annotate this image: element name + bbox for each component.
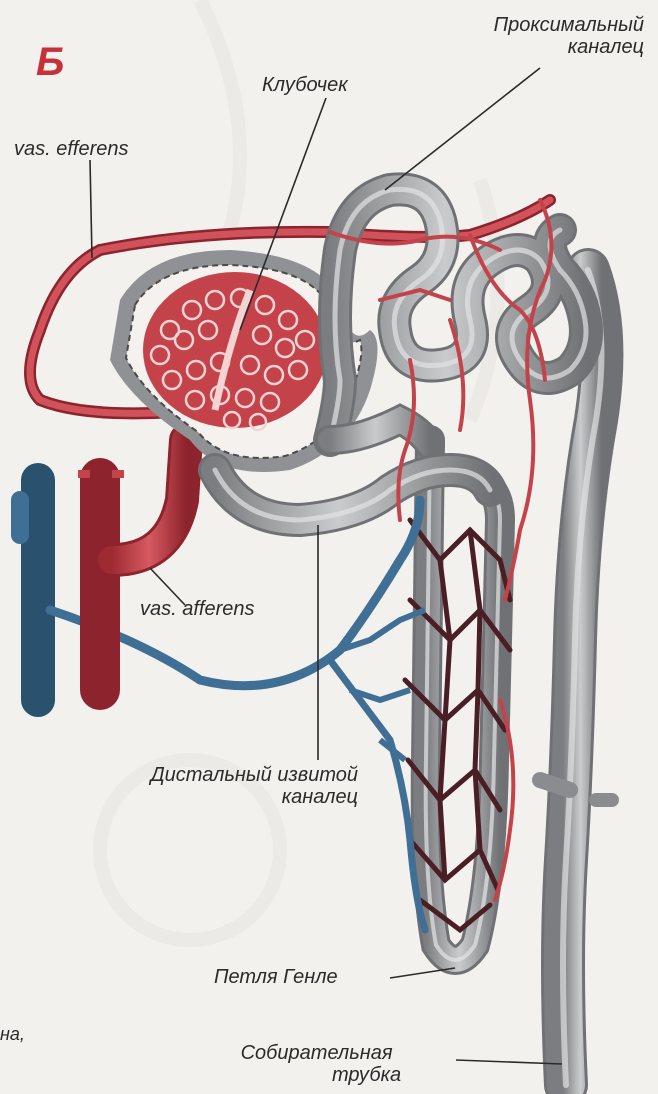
leader-vas-efferens — [90, 160, 92, 258]
label-collecting-duct: Собирательная трубка — [232, 1042, 401, 1086]
label-vas-afferens: vas. afferens — [140, 598, 255, 620]
label-loop-henle: Петля Генле — [214, 966, 338, 988]
label-proximal-tubule: Проксимальный каналец — [494, 14, 644, 58]
distal-tubule — [215, 470, 490, 520]
label-distal-line1: Дистальный извитой — [151, 764, 358, 786]
leader-proximal — [385, 68, 540, 190]
margin-text-fragment: на, — [0, 1024, 25, 1045]
label-collecting-line2: трубка — [232, 1064, 401, 1086]
label-glomerulus: Клубочек — [262, 74, 348, 96]
label-proximal-line2: каналец — [494, 36, 644, 58]
proximal-tubule — [330, 189, 586, 445]
label-distal-tubule: Дистальный извитой каналец — [151, 764, 358, 808]
panel-letter: Б — [36, 40, 64, 85]
artery — [84, 440, 186, 690]
label-collecting-line1: Собирательная — [232, 1042, 401, 1064]
label-vas-efferens: vas. efferens — [14, 138, 129, 160]
loop-of-henle — [426, 440, 500, 960]
label-distal-line2: каналец — [151, 786, 358, 808]
label-proximal-line1: Проксимальный — [494, 14, 644, 36]
